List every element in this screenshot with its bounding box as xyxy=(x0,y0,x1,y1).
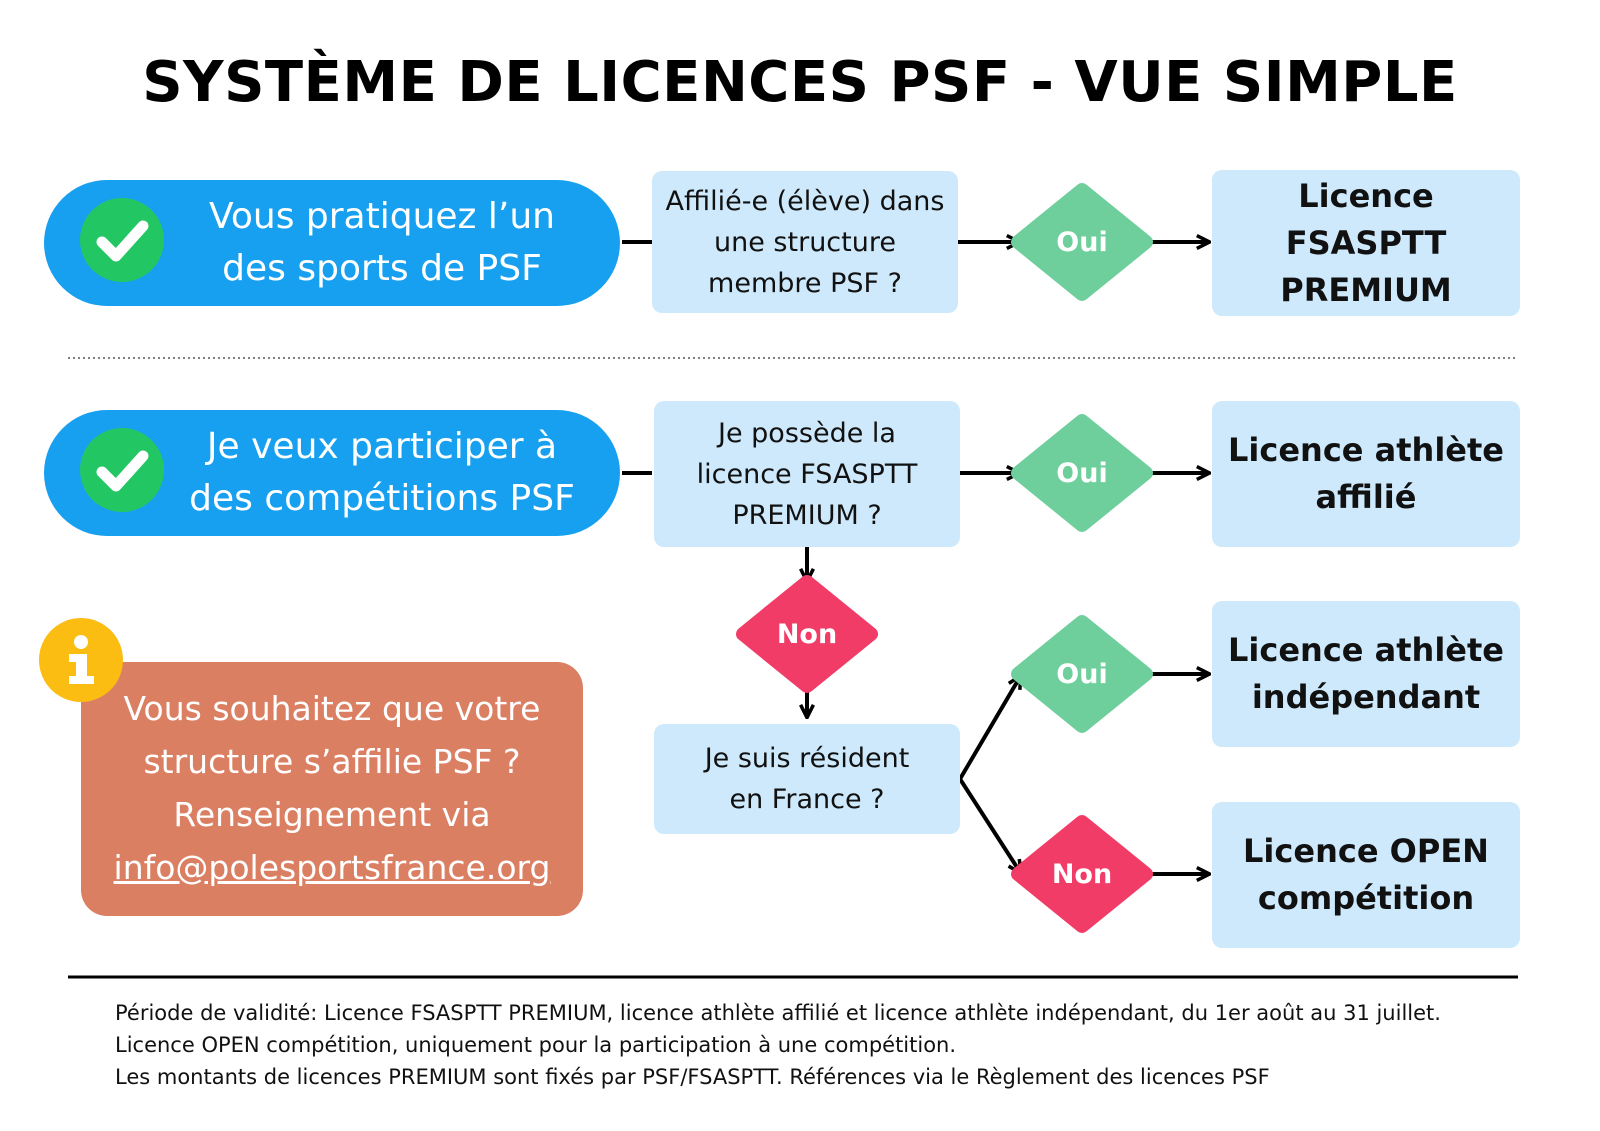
info-line-1: Vous souhaitez que votre xyxy=(123,689,541,728)
info-line-3: Renseignement via xyxy=(173,795,491,834)
decision-non-1-label: Non xyxy=(776,618,838,650)
arrow-resident-oui xyxy=(958,677,1020,781)
decision-non-2-label: Non xyxy=(1051,858,1113,890)
footer-line-3: Les montants de licences PREMIUM sont fi… xyxy=(115,1065,1270,1089)
decision-diamond-non-2 xyxy=(1011,815,1153,933)
checkmark-icon xyxy=(80,428,164,512)
decision-oui-1-label: Oui xyxy=(1056,226,1108,258)
decision-diamond-oui-1 xyxy=(1011,183,1153,301)
decision-diamond-non-1 xyxy=(736,575,878,693)
footer-notes: Période de validité: Licence FSASPTT PRE… xyxy=(115,997,1441,1093)
footer-line-2: Licence OPEN compétition, uniquement pou… xyxy=(115,1033,957,1057)
decision-oui-3-label: Oui xyxy=(1056,658,1108,690)
page-title: SYSTÈME DE LICENCES PSF - VUE SIMPLE xyxy=(142,50,1458,115)
footer-line-1: Période de validité: Licence FSASPTT PRE… xyxy=(115,1001,1441,1025)
info-email-link[interactable]: info@polesportsfrance.org xyxy=(113,848,551,887)
decision-diamond-oui-3 xyxy=(1011,615,1153,733)
decision-oui-2-label: Oui xyxy=(1056,457,1108,489)
info-icon xyxy=(39,618,123,702)
checkmark-icon xyxy=(80,198,164,282)
info-line-2: structure s’affilie PSF ? xyxy=(143,742,521,781)
decision-diamond-oui-2 xyxy=(1011,414,1153,532)
info-affiliation-box: Vous souhaitez que votre structure s’aff… xyxy=(81,662,583,916)
arrow-resident-non xyxy=(958,777,1020,872)
